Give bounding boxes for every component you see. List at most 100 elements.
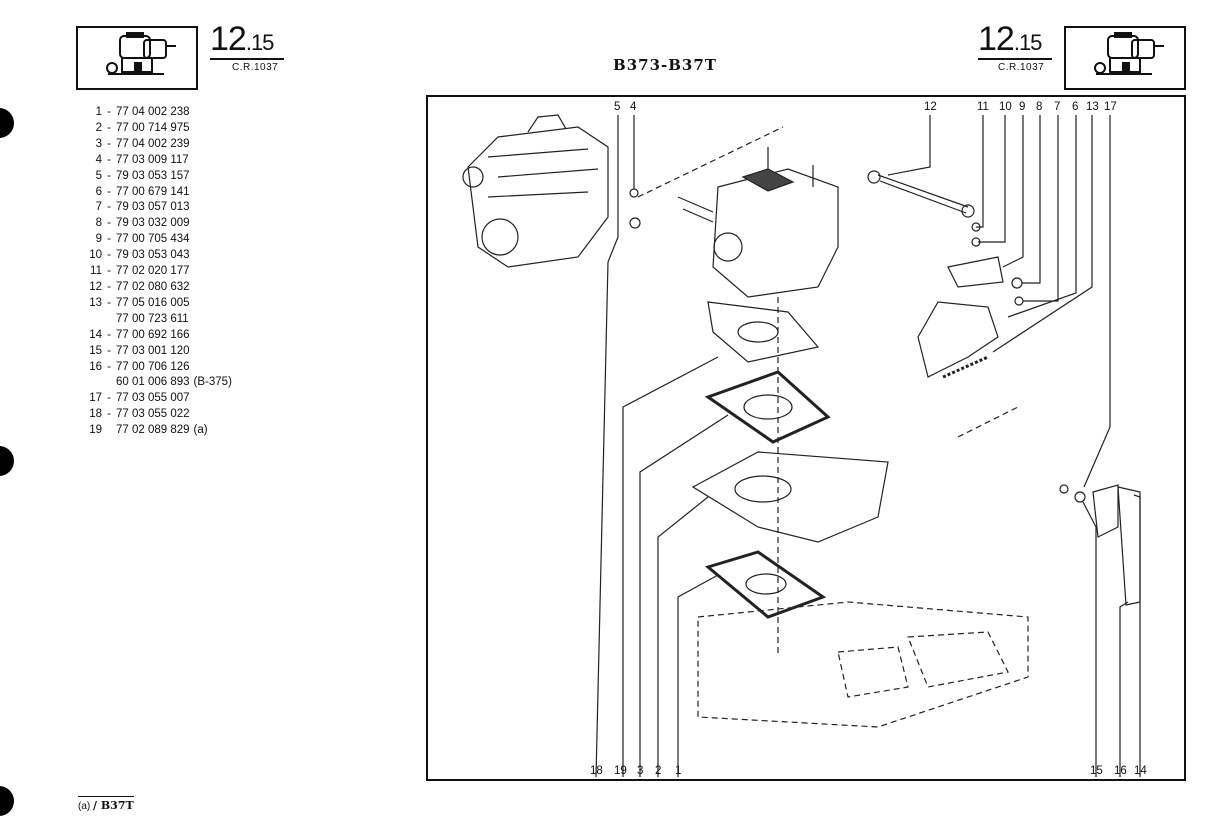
parts-list-row: 77 00 723 611 <box>88 312 232 328</box>
part-number: 79 03 032 009 <box>116 217 190 230</box>
part-ref: 1 <box>95 106 102 118</box>
callout-9: 9 <box>1019 101 1026 113</box>
binder-hole <box>0 786 14 816</box>
callout-19: 19 <box>614 765 627 777</box>
callout-10: 10 <box>999 101 1012 113</box>
part-ref: 6 <box>95 185 102 198</box>
carburettor-exploded-view <box>462 114 1141 778</box>
callout-17: 17 <box>1104 101 1117 113</box>
part-separator: - <box>107 392 111 405</box>
exploded-diagram: 5 4 12 11 10 9 8 7 6 13 17 18 19 3 2 1 1… <box>426 95 1186 781</box>
part-number: 77 05 016 005 <box>116 296 190 309</box>
part-ref: 12 <box>89 280 102 293</box>
part-separator: - <box>107 328 111 341</box>
binder-hole <box>0 446 14 476</box>
part-ref: 14 <box>89 328 102 341</box>
callout-11: 11 <box>977 101 989 113</box>
parts-list-row: 15-77 03 001 120 <box>88 344 232 360</box>
part-number: 79 03 057 013 <box>116 201 190 214</box>
part-ref: 10 <box>89 249 102 262</box>
callout-7: 7 <box>1054 101 1061 113</box>
parts-list-row: 7-79 03 057 013 <box>88 200 232 216</box>
callout-13: 13 <box>1086 101 1099 113</box>
callout-18: 18 <box>590 765 603 777</box>
parts-list-row: 4-77 03 009 117 <box>88 153 232 169</box>
footnote: (a) / B37T <box>78 796 134 812</box>
callout-16: 16 <box>1114 765 1127 777</box>
part-number: 77 03 055 022 <box>116 408 190 421</box>
part-number: 77 03 001 120 <box>116 344 190 357</box>
part-separator: - <box>107 137 111 150</box>
part-ref: 17 <box>89 392 102 405</box>
part-number: 77 02 080 632 <box>116 280 190 293</box>
callout-14: 14 <box>1134 765 1147 777</box>
part-ref: 19 <box>89 424 102 437</box>
parts-list-row: 17-77 03 055 007 <box>88 391 232 407</box>
part-number: 77 03 055 007 <box>116 392 190 405</box>
part-separator: - <box>107 233 111 246</box>
part-separator: - <box>107 265 111 278</box>
carburettor-body <box>677 147 839 298</box>
part-ref: 11 <box>90 265 102 278</box>
callout-5: 5 <box>614 101 621 113</box>
carburettor-icon <box>1094 32 1164 75</box>
part-separator: - <box>107 121 111 134</box>
binder-hole <box>0 108 14 138</box>
part-separator: - <box>107 169 111 182</box>
part-ref: 9 <box>95 233 102 246</box>
callout-15: 15 <box>1090 765 1103 777</box>
part-separator: - <box>107 280 111 293</box>
part-ref: 8 <box>95 217 102 230</box>
page-title: B373-B37T <box>613 56 717 74</box>
callout-1: 1 <box>675 765 682 777</box>
reference-left: C.R.1037 <box>232 62 279 73</box>
callout-4: 4 <box>630 101 637 113</box>
part-number: 77 00 723 611 <box>116 312 189 325</box>
part-separator: - <box>107 153 111 166</box>
part-separator: - <box>107 296 111 309</box>
part-number: 77 04 002 239 <box>116 137 190 150</box>
parts-list-row: 16-77 00 706 126 <box>88 360 232 376</box>
part-number: 77 00 706 126 <box>116 360 190 373</box>
part-separator: - <box>107 201 111 214</box>
carburettor-thumbnail-left <box>76 26 198 90</box>
part-separator: - <box>107 185 111 198</box>
parts-list-row: 1-77 04 002 238 <box>88 105 232 121</box>
part-separator: - <box>107 106 111 118</box>
section-number-left: 12.15 <box>210 20 274 58</box>
part-ref: 13 <box>89 296 102 309</box>
part-number: 79 03 053 043 <box>116 249 190 262</box>
part-number: 79 03 053 157 <box>116 169 190 182</box>
parts-list-row: 18-77 03 055 022 <box>88 407 232 423</box>
parts-list-row: 11-77 02 020 177 <box>88 264 232 280</box>
part-number: 77 00 714 975 <box>116 121 190 134</box>
carburettor-thumbnail-right <box>1064 26 1186 90</box>
part-separator: - <box>107 344 111 357</box>
part-number: 77 02 020 177 <box>116 265 190 278</box>
part-ref: 5 <box>95 169 102 182</box>
part-note: (a) <box>193 424 208 437</box>
part-ref: 15 <box>89 344 102 357</box>
carburettor-icon <box>106 32 176 75</box>
part-number: 60 01 006 893 <box>116 376 190 389</box>
part-number: 77 02 089 829 <box>116 424 190 437</box>
callout-3: 3 <box>637 765 644 777</box>
parts-list-row: 8-79 03 032 009 <box>88 216 232 232</box>
parts-list-row: 9-77 00 705 434 <box>88 232 232 248</box>
footnote-marker: (a) <box>78 801 91 812</box>
part-ref: 2 <box>95 121 102 134</box>
part-ref: 7 <box>95 201 102 214</box>
parts-list-row: 6-77 00 679 141 <box>88 185 232 201</box>
part-number: 77 00 679 141 <box>116 185 190 198</box>
reference-right: C.R.1037 <box>998 62 1045 73</box>
parts-list-row: 19 77 02 089 829(a) <box>88 423 232 439</box>
parts-list-row: 10-79 03 053 043 <box>88 248 232 264</box>
footnote-text: / B37T <box>93 799 134 812</box>
part-number: 77 00 705 434 <box>116 233 190 246</box>
parts-list-row: 13-77 05 016 005 <box>88 296 232 312</box>
engine-illustration <box>462 114 609 268</box>
parts-list-row: 5-79 03 053 157 <box>88 169 232 185</box>
section-rule <box>978 58 1052 60</box>
section-number-right: 12.15 <box>978 20 1042 58</box>
